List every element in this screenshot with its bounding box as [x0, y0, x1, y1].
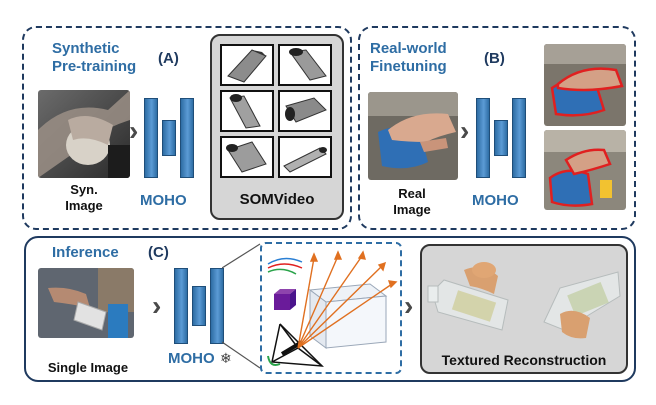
network-bar	[144, 98, 158, 178]
single-image-caption: Single Image	[47, 360, 129, 375]
panel-b-title: Real-world Finetuning	[370, 40, 447, 76]
real-caption-line1: Real	[398, 186, 426, 201]
snowflake-icon: ❄	[220, 350, 232, 366]
somvideo-frame	[220, 136, 274, 178]
real-mask-output-2	[544, 130, 626, 210]
real-image-caption: Real Image	[376, 186, 448, 218]
somvideo-frame	[278, 44, 332, 86]
zoom-connector	[222, 243, 261, 369]
network-bar	[174, 268, 188, 344]
syn-caption-line2: Image	[65, 198, 103, 213]
network-bar	[192, 286, 206, 326]
panel-b-title-line2: Finetuning	[370, 58, 447, 75]
single-input-image	[38, 268, 134, 338]
network-bar	[180, 98, 194, 178]
syn-caption-line1: Syn.	[70, 182, 98, 197]
panel-synthetic-pretraining	[22, 26, 352, 230]
panel-a-tag: (A)	[158, 50, 179, 67]
panel-realworld-finetuning	[358, 26, 636, 230]
arrow-chevron-icon: ›	[129, 115, 139, 146]
neural-rendering-box	[260, 242, 402, 374]
textured-reconstruction-render	[427, 262, 621, 339]
panel-c-title: Inference	[52, 244, 119, 261]
somvideo-frame	[220, 44, 274, 86]
network-bar	[162, 120, 176, 156]
somvideo-frame	[278, 136, 332, 178]
somvideo-frame	[220, 90, 274, 132]
panel-c-tag: (C)	[148, 244, 169, 261]
real-hand-mug-photo	[368, 92, 458, 180]
textured-reconstruction-caption: Textured Reconstruction	[441, 352, 607, 368]
panel-inference	[24, 236, 636, 382]
panel-a-title-line2: Pre-training	[52, 58, 137, 75]
real-mask-output-1	[544, 44, 626, 126]
somvideo-caption: SOMVideo	[239, 191, 315, 208]
somvideo-frame	[278, 90, 332, 132]
synthetic-image-caption: Syn. Image	[48, 182, 120, 214]
mask-overlay-frame	[544, 44, 626, 126]
network-bar	[512, 98, 526, 178]
moho-label: MOHO	[472, 192, 519, 209]
single-hand-bottle-photo	[38, 268, 134, 338]
arrow-chevron-icon: ›	[404, 290, 414, 321]
network-bar	[210, 268, 224, 344]
moho-label: MOHO	[168, 350, 215, 367]
ray-casting-illustration	[267, 250, 398, 367]
real-image	[368, 92, 458, 180]
real-caption-line2: Image	[393, 202, 431, 217]
arrow-chevron-icon: ›	[460, 115, 470, 146]
mask-overlay-frame	[544, 130, 626, 210]
network-bar	[476, 98, 490, 178]
synthetic-image	[38, 90, 130, 178]
network-bar	[494, 120, 508, 156]
panel-a-title: Synthetic Pre-training	[52, 40, 136, 76]
moho-label: MOHO	[140, 192, 187, 209]
panel-a-title-line1: Synthetic	[52, 40, 120, 57]
panel-b-tag: (B)	[484, 50, 505, 67]
panel-b-title-line1: Real-world	[370, 40, 447, 57]
synthetic-hand-object-render	[38, 90, 130, 178]
arrow-chevron-icon: ›	[152, 290, 162, 321]
